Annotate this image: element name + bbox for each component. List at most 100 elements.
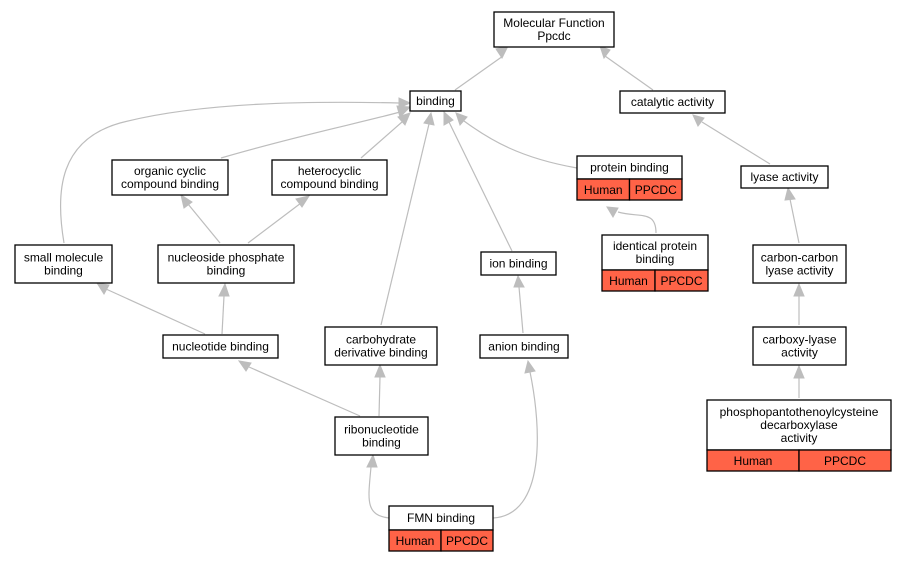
node-label-line: Ppcdc	[537, 29, 570, 43]
edge-line	[617, 211, 657, 234]
node-label-line: binding	[416, 94, 455, 108]
node-box	[619, 90, 726, 114]
annotation-badge-ppcdc[interactable]: PPCDC	[628, 178, 683, 201]
edge-line	[368, 466, 390, 519]
edge-arrowhead	[374, 363, 386, 378]
node-box	[409, 90, 462, 112]
edge-small-to-binding	[59, 97, 412, 244]
annotation-badge-human[interactable]: Human	[706, 449, 800, 472]
edge-arrowhead	[443, 110, 454, 126]
edge-line	[247, 202, 302, 244]
edge-arrowhead	[95, 282, 110, 295]
edge-line	[221, 295, 225, 335]
annotation-badge-ppcdc[interactable]: PPCDC	[654, 269, 709, 292]
edge-line	[187, 203, 221, 244]
edge-arrowhead	[524, 359, 536, 374]
edge-arrowhead	[784, 186, 796, 201]
edge-arrowhead	[793, 364, 805, 379]
node-catalytic[interactable]: catalytic activity	[619, 90, 726, 114]
node-label-line: carbon-carbon	[761, 251, 838, 265]
edge-line	[518, 286, 524, 334]
edge-arrowhead	[455, 112, 468, 126]
edge-nucphos-to-organic	[180, 193, 221, 244]
node-box	[162, 334, 279, 359]
edge-line	[59, 101, 400, 244]
edge-ppcdc-to-carboxy	[793, 364, 805, 398]
node-lyase[interactable]: lyase activity	[740, 165, 829, 189]
node-label-line: activity	[781, 346, 818, 360]
badge-label: PPCDC	[446, 534, 488, 548]
node-box	[334, 416, 429, 456]
node-label-line: ribonucleotide	[344, 423, 419, 437]
badge-label: PPCDC	[635, 183, 677, 197]
edge-line	[604, 55, 654, 91]
edge-carbo-to-binding	[380, 111, 435, 326]
badge-label: Human	[734, 454, 773, 468]
annotation-badge-human[interactable]: Human	[576, 178, 631, 201]
node-label-line: compound binding	[280, 177, 378, 191]
node-ion[interactable]: ion binding	[480, 251, 557, 276]
badge-label: Human	[609, 274, 648, 288]
node-label-line: binding	[207, 264, 246, 278]
edge-line	[492, 371, 538, 519]
badge-cell	[654, 269, 709, 292]
annotation-badge-human[interactable]: Human	[388, 529, 442, 552]
node-label-line: Molecular Function	[503, 16, 604, 30]
node-box	[480, 251, 557, 276]
node-label-line: binding	[362, 436, 401, 450]
node-label-line: lyase activity	[750, 170, 818, 184]
edge-ccl-to-lyase	[784, 186, 800, 244]
annotation-badge-human[interactable]: Human	[601, 269, 656, 292]
edge-arrowhead	[423, 111, 435, 126]
edge-arrowhead	[366, 453, 378, 468]
annotation-badge-ppcdc[interactable]: PPCDC	[440, 529, 494, 552]
edge-ribo-to-nucleotide	[237, 360, 361, 417]
node-label-line: binding	[44, 264, 83, 278]
edge-carboxy-to-ccl	[793, 282, 805, 325]
node-label-line: protein binding	[590, 161, 669, 175]
edge-line	[105, 288, 206, 335]
edge-hetero-to-binding	[360, 112, 411, 159]
annotation-badge-ppcdc[interactable]: PPCDC	[798, 449, 892, 472]
edge-line	[448, 121, 513, 252]
node-binding[interactable]: binding	[409, 90, 462, 112]
node-box	[601, 234, 709, 271]
badge-cell	[440, 529, 494, 552]
node-box	[493, 11, 615, 48]
node-label-line: compound binding	[121, 177, 219, 191]
edge-arrowhead	[218, 282, 230, 297]
node-label-line: lyase activity	[765, 264, 833, 278]
node-anion[interactable]: anion binding	[479, 334, 569, 359]
edge-binding-to-mf	[454, 45, 509, 91]
node-nucleotide[interactable]: nucleotide binding	[162, 334, 279, 359]
node-label-line: carbohydrate	[346, 333, 416, 347]
badge-cell	[798, 449, 892, 472]
node-ppcdc[interactable]: phosphopantothenoylcysteinedecarboxylase…	[706, 399, 892, 472]
node-label-line: identical protein	[613, 239, 697, 253]
node-box	[271, 159, 388, 196]
badge-label: PPCDC	[824, 454, 866, 468]
edge-ion-to-binding	[443, 110, 513, 252]
edge-arrowhead	[793, 282, 805, 297]
edge-protein-to-binding	[455, 112, 578, 169]
node-label-line: binding	[636, 252, 675, 266]
badge-label: PPCDC	[660, 274, 702, 288]
badge-label: Human	[396, 534, 435, 548]
edge-nucleotide-to-small	[95, 282, 206, 335]
edge-arrowhead	[495, 45, 509, 59]
edge-line	[380, 123, 430, 326]
